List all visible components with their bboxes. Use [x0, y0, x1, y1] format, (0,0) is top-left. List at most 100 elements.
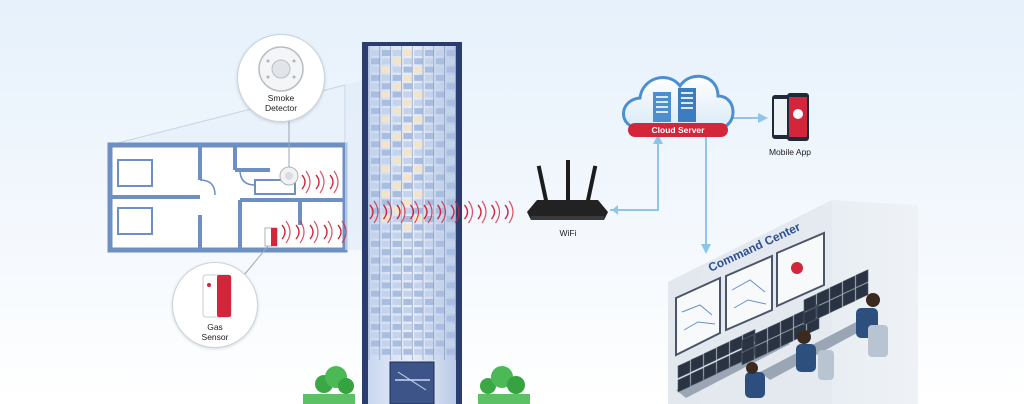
tower-window — [446, 299, 456, 305]
tower-window — [392, 166, 402, 173]
tower-window — [435, 124, 445, 131]
tower-window — [425, 216, 434, 222]
tower-window — [435, 315, 445, 322]
signal-arc — [454, 200, 460, 224]
tower-window — [446, 265, 456, 272]
wireless-signal — [281, 170, 514, 244]
tower-window — [435, 307, 445, 314]
tower-window — [392, 299, 402, 305]
signal-arc — [495, 200, 501, 224]
trees-right — [478, 366, 530, 404]
signal-arc — [382, 204, 388, 220]
tower-window — [403, 149, 412, 156]
tower-window — [381, 133, 391, 139]
tower-window — [435, 83, 445, 90]
tower-window — [371, 157, 380, 164]
tower-window — [414, 274, 423, 281]
tower-window — [414, 257, 423, 264]
tower-window — [414, 299, 423, 305]
tower-window — [403, 182, 412, 189]
signal-arc — [373, 200, 379, 224]
monitor — [716, 355, 730, 374]
tower-window — [425, 50, 434, 56]
tower-window — [371, 257, 380, 264]
tower-window — [381, 66, 391, 73]
tower-window — [403, 66, 412, 73]
tower-window — [403, 91, 412, 98]
tower-window — [392, 274, 402, 281]
tower-window — [381, 91, 391, 98]
tower-window — [371, 332, 380, 339]
tower-window — [425, 108, 434, 115]
tower-window — [446, 348, 456, 355]
tower-window — [392, 340, 402, 347]
tower-window — [381, 257, 391, 264]
tower-window — [371, 240, 380, 247]
tower-window — [392, 216, 402, 222]
smoke-detector-icon — [258, 46, 304, 92]
tower-window — [414, 116, 423, 123]
tower-window — [414, 191, 423, 198]
tower-window — [435, 157, 445, 164]
tower-window — [425, 249, 434, 256]
tower-window — [435, 166, 445, 173]
tower-window — [403, 240, 412, 247]
tower-window — [446, 116, 456, 123]
tower-window — [403, 307, 412, 314]
tower-window — [381, 141, 391, 148]
tower-window — [414, 307, 423, 314]
tower-window — [435, 182, 445, 189]
tower-window — [446, 240, 456, 247]
tower-window — [414, 66, 423, 73]
tower-window — [425, 224, 434, 231]
tower-window — [414, 99, 423, 106]
tower-window — [446, 157, 456, 164]
tower-window — [435, 74, 445, 81]
monitor — [803, 294, 817, 313]
signal-arc — [468, 200, 474, 224]
signal-arc — [281, 224, 286, 240]
tower-window — [435, 224, 445, 231]
tower-window — [381, 166, 391, 173]
tower-window — [446, 323, 456, 330]
tower-window — [392, 224, 402, 231]
tower-window — [425, 99, 434, 106]
tower-window — [371, 340, 380, 347]
tower-window — [414, 157, 423, 164]
tower-window — [425, 141, 434, 148]
tower-window — [381, 274, 391, 281]
tower-window — [371, 191, 380, 198]
tower-window — [392, 174, 402, 181]
cloud-server-icon — [622, 74, 735, 137]
tower-window — [414, 174, 423, 181]
smoke-detector-label-line2: Detector — [264, 103, 298, 113]
tower-window — [371, 58, 380, 65]
tower-window — [371, 216, 380, 222]
monitor-array — [677, 269, 869, 393]
tower-window — [435, 116, 445, 123]
tower-window — [425, 265, 434, 272]
tower-window — [392, 141, 402, 148]
tower-window — [435, 99, 445, 106]
wifi-router — [527, 160, 608, 220]
tower-window — [371, 166, 380, 173]
mobile-app-icon — [772, 93, 809, 141]
tower-window — [435, 265, 445, 272]
monitor — [690, 353, 704, 373]
tower-window — [414, 348, 423, 355]
tower-window — [414, 166, 423, 173]
tower-window — [371, 108, 380, 115]
monitor — [690, 367, 704, 387]
tower-window — [425, 290, 434, 297]
tower-window — [414, 83, 423, 90]
tower-window — [446, 257, 456, 264]
tower-window — [435, 191, 445, 198]
tower-window — [392, 124, 402, 131]
tower-window — [403, 348, 412, 355]
tower-window — [381, 149, 391, 156]
tower-window — [435, 332, 445, 339]
tower-window — [425, 340, 434, 347]
tower-window — [446, 315, 456, 322]
tower-window — [425, 332, 434, 339]
